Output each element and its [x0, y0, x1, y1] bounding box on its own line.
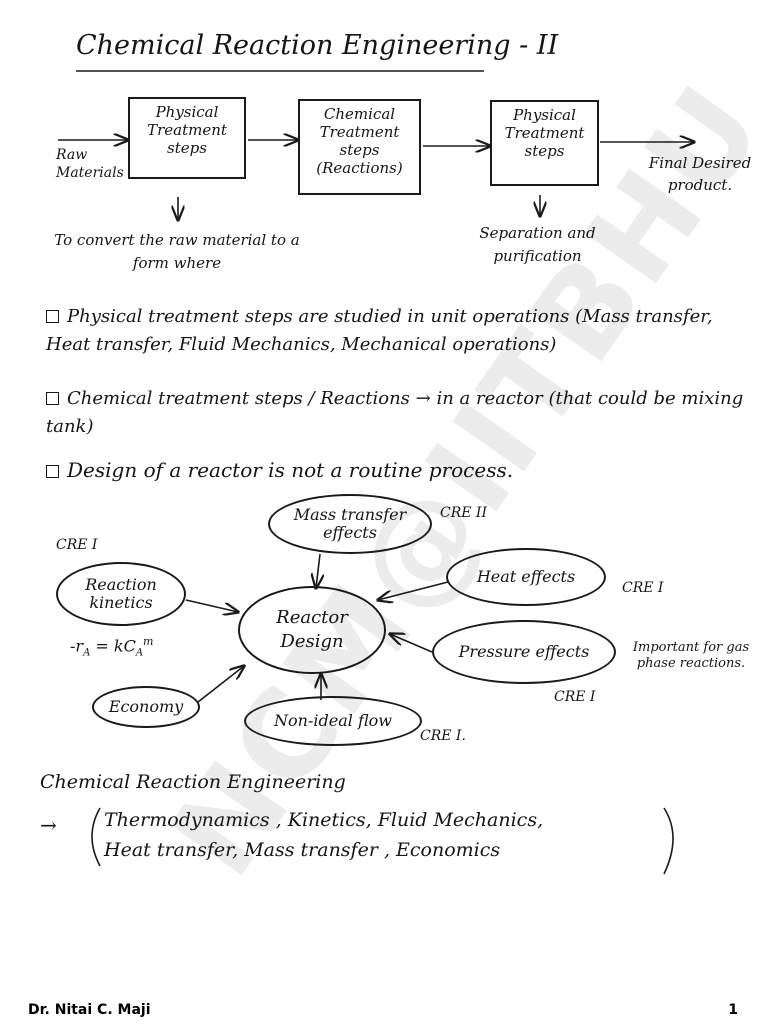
- footer-page-number: 1: [728, 1002, 738, 1018]
- footer-author: Dr. Nitai C. Maji: [28, 1002, 151, 1018]
- cre-line-1: Thermodynamics , Kinetics, Fluid Mechani…: [104, 809, 544, 831]
- final-product-label: Final Desired product.: [648, 154, 752, 194]
- physical-treatment-box-2: Physical Treatment steps: [490, 100, 599, 186]
- physical-treatment-box-1: Physical Treatment steps: [128, 97, 246, 179]
- page-title: Chemical Reaction Engineering - II: [76, 30, 559, 61]
- checkbox-icon: [46, 310, 59, 323]
- bullet-1-text: Physical treatment steps are studied in …: [46, 306, 713, 355]
- mass-transfer-tag: CRE II: [440, 505, 487, 521]
- bullet-2-text: Chemical treatment steps / Reactions → i…: [46, 388, 744, 437]
- bullet-3: Design of a reactor is not a routine pro…: [46, 456, 746, 484]
- bullet-1: Physical treatment steps are studied in …: [46, 303, 746, 359]
- pressure-note: Important for gas phase reactions.: [632, 640, 750, 671]
- rate-equation: -rA = kCAm: [70, 635, 154, 659]
- heat-tag: CRE I: [622, 580, 664, 596]
- cre-arrow: →: [40, 813, 57, 837]
- note-convert: To convert the raw material to a form wh…: [54, 231, 300, 272]
- note-separation: Separation and purification: [479, 224, 596, 265]
- checkbox-icon: [46, 465, 59, 478]
- pressure-effects-oval: Pressure effects: [432, 620, 616, 684]
- economy-oval: Economy: [92, 686, 200, 728]
- reactor-design-oval: Reactor Design: [238, 586, 386, 674]
- chemical-treatment-box: Chemical Treatment steps (Reactions): [298, 99, 421, 195]
- reaction-kinetics-oval: Reaction kinetics: [56, 562, 186, 626]
- cre-heading: Chemical Reaction Engineering: [40, 771, 346, 793]
- pressure-tag: CRE I: [554, 689, 596, 705]
- raw-materials-label: Raw Materials: [56, 147, 124, 181]
- kinetics-tag: CRE I: [56, 537, 98, 553]
- checkbox-icon: [46, 392, 59, 405]
- bullet-3-text: Design of a reactor is not a routine pro…: [67, 458, 514, 482]
- heat-effects-oval: Heat effects: [446, 548, 606, 606]
- mass-transfer-oval: Mass transfer effects: [268, 494, 432, 554]
- bullet-2: Chemical treatment steps / Reactions → i…: [46, 385, 746, 441]
- cre-line-2: Heat transfer, Mass transfer , Economics: [104, 839, 501, 861]
- non-ideal-flow-oval: Non-ideal flow: [244, 696, 422, 746]
- non-ideal-tag: CRE I.: [420, 728, 466, 744]
